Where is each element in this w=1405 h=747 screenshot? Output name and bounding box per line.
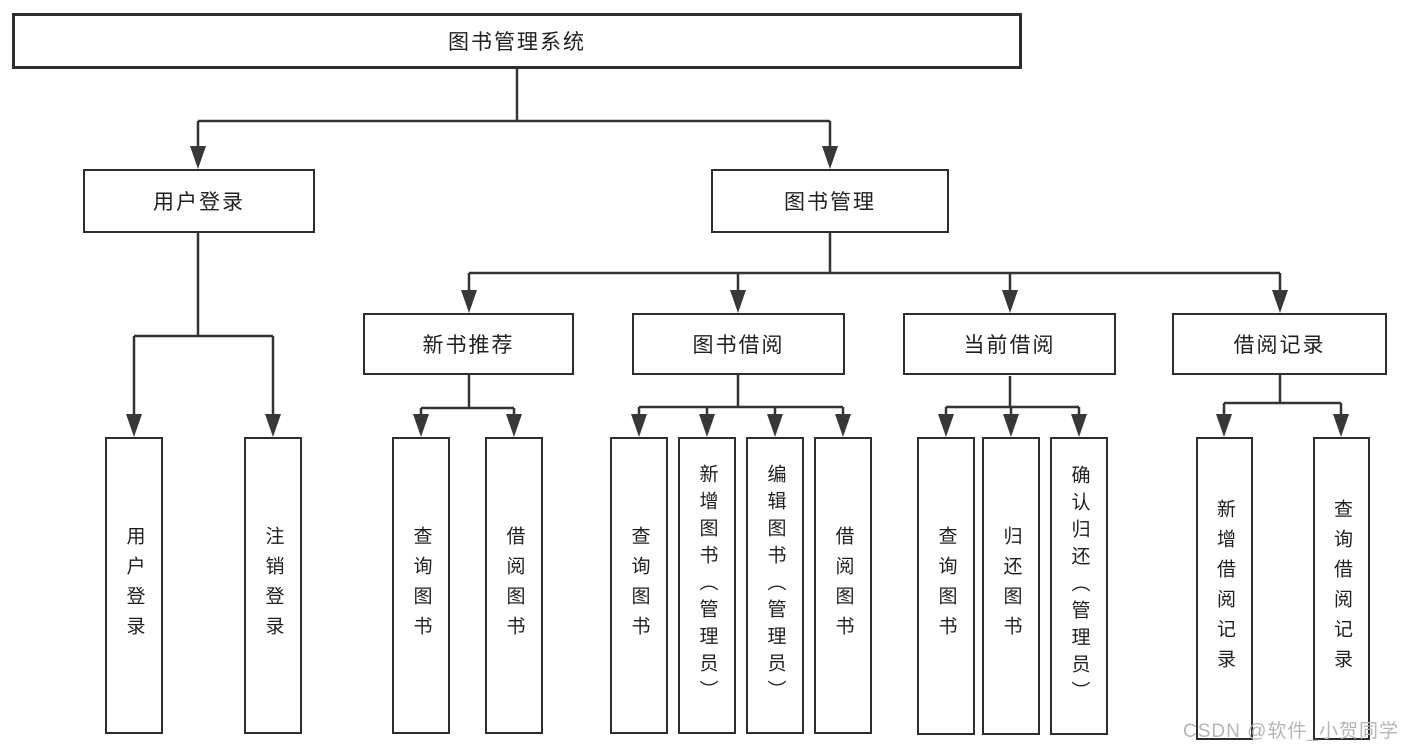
leaf-br-query-record: 查询借阅记录 — [1313, 437, 1370, 740]
leaf-br-query-record-label: 查询借阅记录 — [1331, 498, 1352, 679]
leaf-nbr-query-books-label: 查询图书 — [410, 525, 432, 646]
leaf-bb-add-books-admin-label: 新增图书（管理员） — [696, 464, 718, 707]
leaf-bb-add-books-admin: 新增图书（管理员） — [678, 437, 736, 734]
node-book-borrowing: 图书借阅 — [632, 313, 845, 375]
leaf-bb-borrow-books-label: 借阅图书 — [832, 525, 854, 646]
leaf-logout-login: 注销登录 — [244, 437, 302, 734]
leaf-cb-confirm-return-admin: 确认归还（管理员） — [1050, 437, 1108, 735]
leaf-cb-return-books: 归还图书 — [982, 437, 1040, 735]
leaf-user-login-label: 用户登录 — [123, 525, 145, 646]
leaf-cb-query-books-label: 查询图书 — [935, 526, 957, 646]
csdn-watermark: CSDN @软件_小贺同学 — [1183, 721, 1399, 742]
connector-arrowheads — [126, 146, 1349, 437]
leaf-user-login: 用户登录 — [105, 437, 163, 734]
leaf-cb-return-books-label: 归还图书 — [1000, 526, 1022, 646]
leaf-nbr-query-books: 查询图书 — [392, 437, 450, 734]
leaf-cb-query-books: 查询图书 — [917, 437, 975, 735]
leaf-bb-borrow-books: 借阅图书 — [814, 437, 872, 734]
node-book-management: 图书管理 — [711, 169, 949, 233]
node-borrow-records: 借阅记录 — [1172, 313, 1387, 375]
leaf-bb-edit-books-admin: 编辑图书（管理员） — [746, 437, 804, 734]
leaf-logout-login-label: 注销登录 — [262, 525, 284, 646]
leaf-nbr-borrow-books-label: 借阅图书 — [503, 525, 525, 646]
leaf-br-add-record-label: 新增借阅记录 — [1214, 498, 1235, 679]
leaf-nbr-borrow-books: 借阅图书 — [485, 437, 543, 734]
leaf-bb-query-books: 查询图书 — [610, 437, 668, 734]
leaf-br-add-record: 新增借阅记录 — [1196, 437, 1253, 740]
node-current-borrowing: 当前借阅 — [903, 313, 1116, 375]
node-user-login: 用户登录 — [83, 169, 315, 233]
leaf-bb-edit-books-admin-label: 编辑图书（管理员） — [764, 464, 786, 707]
leaf-cb-confirm-return-admin-label: 确认归还（管理员） — [1068, 464, 1090, 708]
node-root: 图书管理系统 — [12, 13, 1022, 69]
leaf-bb-query-books-label: 查询图书 — [628, 525, 650, 646]
node-new-book-recommend: 新书推荐 — [363, 313, 574, 375]
